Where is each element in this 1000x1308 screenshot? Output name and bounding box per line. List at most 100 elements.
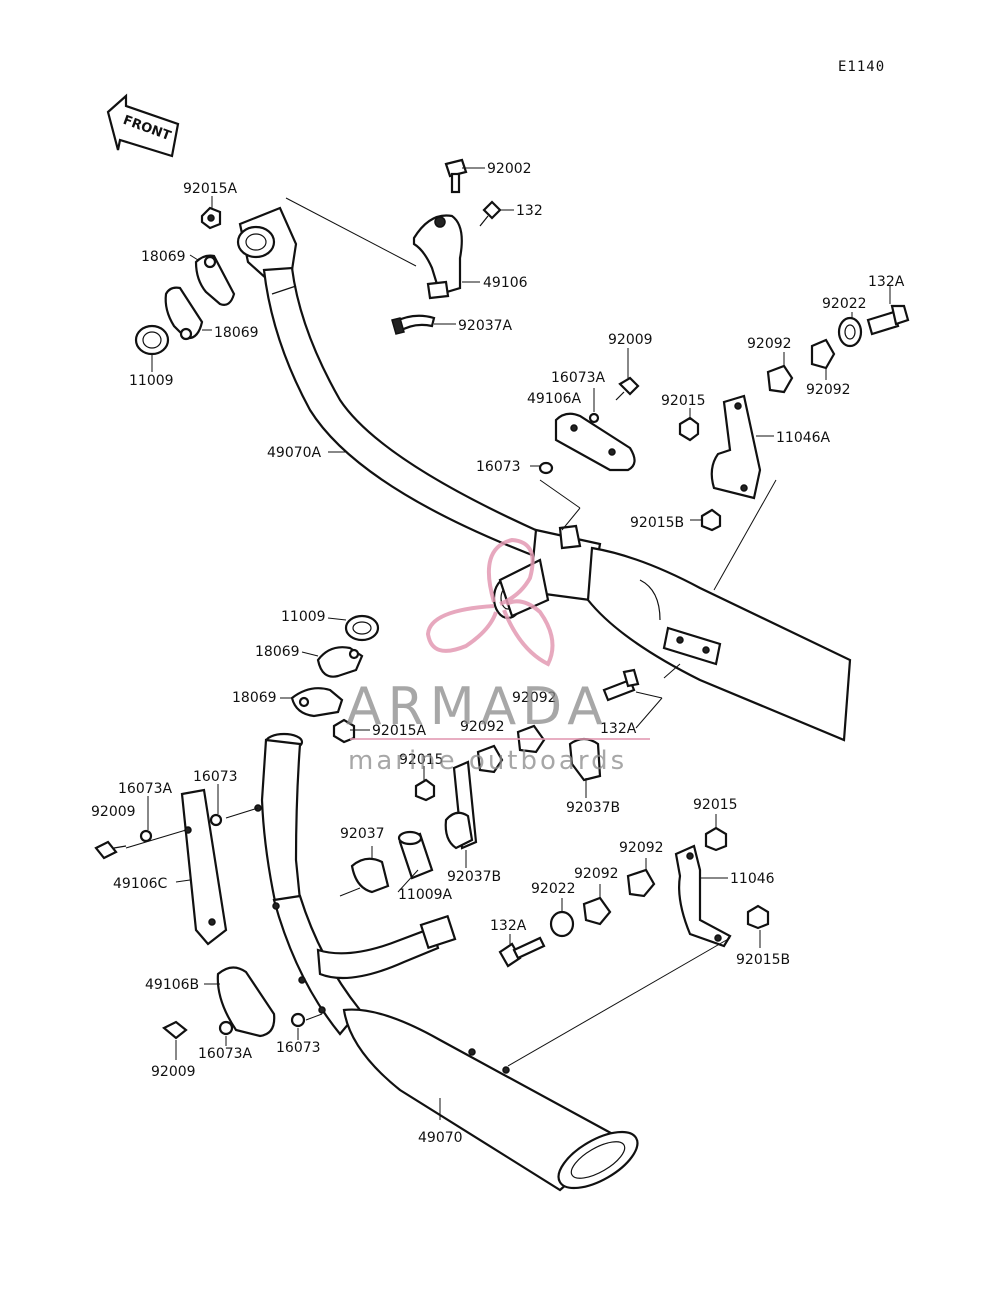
label-92037b-mid: 92037B	[447, 869, 501, 885]
bracket-11046a	[710, 394, 762, 500]
label-92092-top1: 92092	[747, 336, 792, 352]
bracket-49106b	[216, 966, 276, 1038]
label-92092-mid2: 92092	[460, 719, 505, 735]
label-11009a: 11009A	[398, 887, 453, 903]
diagram-code: E1140	[838, 59, 885, 75]
washer-16073a-top	[588, 412, 600, 424]
flange-18069-mid1	[316, 646, 364, 678]
label-132: 132	[516, 203, 543, 219]
nut-16073a-low	[218, 1020, 234, 1036]
gasket-11009-mid	[344, 614, 380, 642]
bolt-132	[479, 200, 502, 227]
bolt-132a-mid	[602, 668, 640, 702]
clamp-92037	[350, 857, 390, 894]
label-92015-mid: 92015	[399, 752, 444, 768]
clamp-92037b-right	[568, 737, 602, 782]
gasket-11009-top	[134, 324, 170, 356]
label-92092-top2: 92092	[806, 382, 851, 398]
label-92092-mid1: 92092	[512, 690, 557, 706]
label-49106a: 49106A	[527, 391, 582, 407]
washer-16073-left	[209, 813, 223, 827]
grommet-92092-top1	[766, 364, 794, 394]
clamp-49106	[412, 214, 463, 300]
label-16073-low: 16073	[276, 1040, 321, 1056]
label-92022-top: 92022	[822, 296, 867, 312]
nut-92015-right	[704, 826, 728, 852]
label-49106c: 49106C	[113, 876, 168, 892]
label-11009-mid: 11009	[281, 609, 326, 625]
label-49070: 49070	[418, 1130, 463, 1146]
nut-92015b-low	[746, 904, 770, 930]
nut-92015-mid	[414, 778, 436, 802]
label-132a-mid: 132A	[600, 721, 637, 737]
propeller-logo-icon	[425, 537, 555, 667]
label-16073-top: 16073	[476, 459, 521, 475]
label-92009-top: 92009	[608, 332, 653, 348]
label-18069-top2: 18069	[214, 325, 259, 341]
label-92092-low1: 92092	[619, 840, 664, 856]
leader-lines	[125, 167, 891, 1120]
bolt-92009-left	[94, 840, 127, 860]
nut-92015a-top	[200, 206, 222, 230]
nut-16073-low	[290, 1012, 306, 1028]
bolt-92009-low	[162, 1020, 188, 1040]
label-18069-top1: 18069	[141, 249, 186, 265]
label-16073a-low: 16073A	[198, 1046, 253, 1062]
label-11009-top: 11009	[129, 373, 174, 389]
nut-92015-top	[678, 416, 700, 442]
label-92015b-top: 92015B	[630, 515, 684, 531]
grommet-92092-top2	[810, 338, 836, 370]
part-labels: 92002 132 49106 92037A 92015A 18069 1806…	[91, 161, 905, 1146]
nut-92015b-top	[700, 508, 722, 532]
front-arrow-icon: FRONT	[106, 93, 180, 158]
label-92022-low: 92022	[531, 881, 576, 897]
watermark-brand: ARMADA	[346, 677, 609, 737]
label-92015b-low: 92015B	[736, 952, 790, 968]
label-92009-low: 92009	[151, 1064, 196, 1080]
washer-92022-low	[549, 910, 575, 938]
washer-92022-top	[837, 316, 863, 348]
label-11046a: 11046A	[776, 430, 831, 446]
label-92092-low2: 92092	[574, 866, 619, 882]
label-92037a: 92037A	[458, 318, 513, 334]
bolt-92009-top	[615, 376, 640, 401]
label-92015a-mid: 92015A	[372, 723, 427, 739]
exhaust-pipe-49070	[254, 732, 639, 1192]
clamp-92037a	[391, 314, 436, 335]
grommet-92092-low1	[626, 868, 656, 898]
bracket-49106c	[180, 788, 228, 946]
label-92009-left: 92009	[91, 804, 136, 820]
bolt-92002	[444, 158, 468, 194]
label-92037: 92037	[340, 826, 385, 842]
grommet-92092-mid2	[476, 744, 504, 774]
label-49106: 49106	[483, 275, 528, 291]
washer-16073-top	[538, 461, 554, 475]
label-16073a-left: 16073A	[118, 781, 173, 797]
label-92002: 92002	[487, 161, 532, 177]
label-132a-low: 132A	[490, 918, 527, 934]
bolt-132a-low	[498, 936, 546, 968]
bracket-49106a	[554, 412, 636, 472]
label-132a-top: 132A	[868, 274, 905, 290]
flange-18069-top2	[164, 286, 204, 341]
flange-18069-mid2	[290, 687, 344, 718]
sleeve-11009a	[397, 830, 434, 880]
label-11046: 11046	[730, 871, 775, 887]
grommet-92092-low2	[582, 896, 612, 926]
label-92037b-right: 92037B	[566, 800, 620, 816]
washer-16073a-left	[139, 829, 153, 843]
label-18069-mid1: 18069	[255, 644, 300, 660]
label-92015-top: 92015	[661, 393, 706, 409]
flange-18069-top1	[194, 254, 236, 306]
label-16073a-top: 16073A	[551, 370, 606, 386]
watermark: ARMADA marine outboards	[346, 537, 650, 776]
bracket-11046	[674, 844, 732, 948]
label-49070a: 49070A	[267, 445, 322, 461]
label-49106b: 49106B	[145, 977, 199, 993]
clamp-92037b-mid	[444, 760, 478, 850]
label-18069-mid2: 18069	[232, 690, 277, 706]
bolt-132a-top	[866, 304, 910, 336]
watermark-tagline: marine outboards	[348, 746, 627, 776]
label-92015-right: 92015	[693, 797, 738, 813]
